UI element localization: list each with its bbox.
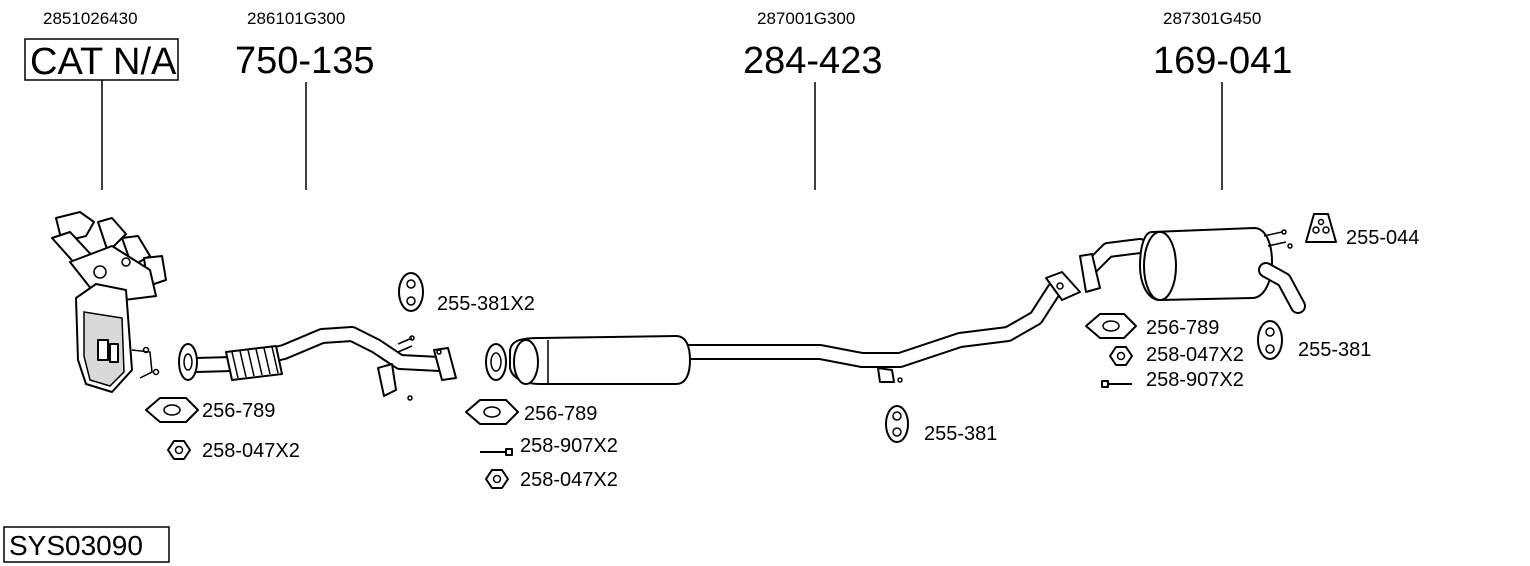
- part-number-3: 284-423: [743, 40, 882, 82]
- hanger-label-3: 255-381: [924, 423, 997, 445]
- gasket-label-4: 256-789: [1146, 317, 1219, 339]
- cat-na-box: [24, 38, 179, 81]
- rubber-hanger-icon: [1257, 320, 1283, 360]
- centre-silencer-icon: [485, 271, 1081, 385]
- bolt-label-4: 258-907X2: [1146, 369, 1244, 391]
- nut-icon: [1109, 346, 1133, 366]
- hanger-bracket-icon: [1305, 213, 1337, 243]
- bolt-label-2: 258-907X2: [520, 435, 618, 457]
- bolt-icon: [480, 448, 513, 456]
- oem-number-1: 2851026430: [43, 9, 138, 28]
- rubber-hanger-icon: [398, 272, 424, 312]
- gasket-label-1: 256-789: [202, 400, 275, 422]
- hanger-label-4: 255-381: [1298, 339, 1371, 361]
- oem-number-3: 287001G300: [757, 9, 855, 28]
- rear-silencer-icon: [1079, 227, 1306, 314]
- part-number-1: CAT N/A: [30, 41, 177, 83]
- nut-label-4: 258-047X2: [1146, 344, 1244, 366]
- gasket-icon: [465, 399, 519, 425]
- nut-label-1: 258-047X2: [202, 440, 300, 462]
- gasket-label-2: 256-789: [524, 403, 597, 425]
- bolt-icon: [1101, 380, 1132, 388]
- bracket-label-4: 255-044: [1346, 227, 1419, 249]
- front-pipe-icon: [178, 326, 457, 401]
- system-code: SYS03090: [9, 530, 143, 561]
- oem-number-4: 287301G450: [1163, 9, 1261, 28]
- nut-label-2: 258-047X2: [520, 469, 618, 491]
- gasket-icon: [1085, 313, 1137, 339]
- nut-icon: [485, 469, 509, 489]
- catalytic-converter-icon: [51, 211, 167, 393]
- rubber-hanger-icon: [885, 405, 909, 443]
- nut-icon: [167, 440, 191, 460]
- system-code-box: [3, 526, 170, 563]
- hanger-label-2: 255-381X2: [437, 293, 535, 315]
- part-number-2: 750-135: [235, 40, 374, 82]
- oem-number-2: 286101G300: [247, 9, 345, 28]
- part-number-4: 169-041: [1153, 40, 1292, 82]
- gasket-icon: [145, 397, 199, 423]
